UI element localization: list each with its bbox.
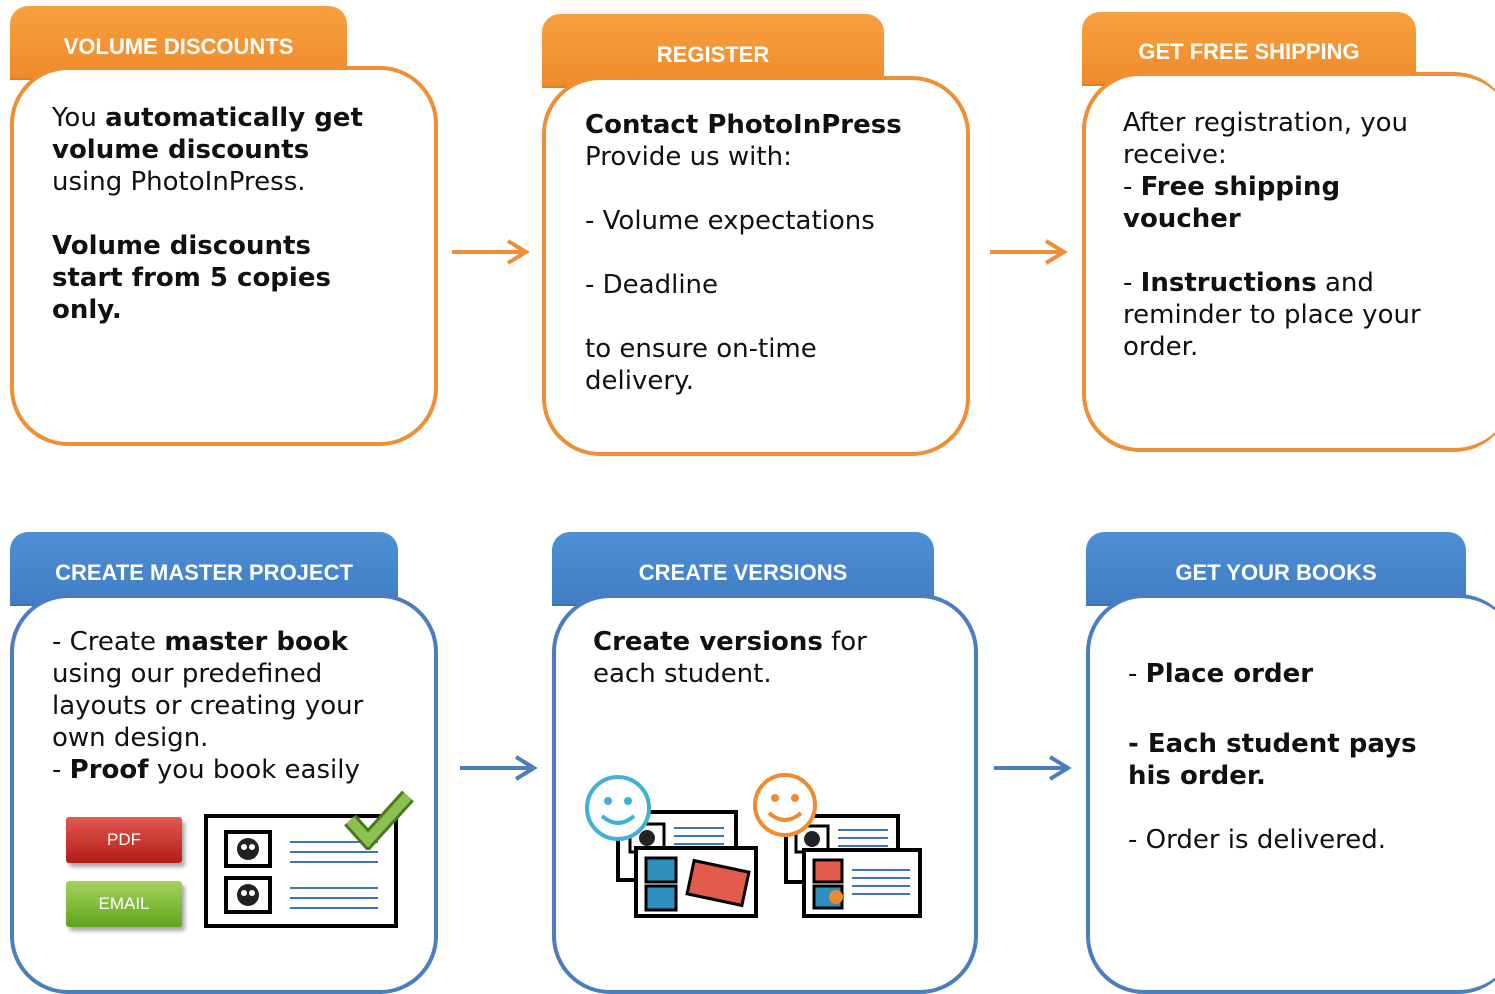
text-bold: start from 5 copies — [52, 263, 331, 293]
text-line: reminder to place your — [1123, 300, 1421, 330]
text-line: order. — [1123, 332, 1199, 362]
step-create-master-project: CREATE MASTER PROJECT - Create master bo… — [10, 532, 440, 994]
text-line: using PhotoInPress. — [52, 167, 306, 197]
pdf-button[interactable]: PDF — [66, 817, 182, 863]
text-bold: voucher — [1123, 204, 1241, 234]
text-run: - — [1123, 268, 1141, 298]
step-get-your-books: GET YOUR BOOKS - Place order - Each stud… — [1086, 532, 1495, 994]
email-button[interactable]: EMAIL — [66, 881, 182, 927]
text-run: - — [1123, 172, 1141, 202]
text-run: - — [1128, 659, 1146, 689]
text-bold: Place order — [1145, 659, 1314, 689]
right-arrow-icon — [452, 239, 530, 265]
step-get-free-shipping: GET FREE SHIPPING After registration, yo… — [1082, 12, 1495, 452]
text-bold: master book — [164, 627, 348, 657]
photo-card-icon — [784, 814, 922, 918]
smiley-face-icon — [585, 775, 651, 841]
step-tab: CREATE VERSIONS — [552, 532, 934, 606]
text-bold: only. — [52, 295, 122, 325]
text-line: Provide us with: — [585, 142, 792, 172]
step-text: After registration, you receive: - Free … — [1123, 107, 1493, 363]
step-create-versions: CREATE VERSIONS Create versions for each… — [552, 532, 980, 994]
right-arrow-icon — [994, 755, 1072, 781]
text-bold: Instructions — [1140, 268, 1317, 298]
text-bold: Create versions — [593, 627, 823, 657]
text-bold: Proof — [69, 755, 149, 785]
text-bold: - Each student pays — [1128, 729, 1417, 759]
step-volume-discounts: VOLUME DISCOUNTS You automatically get v… — [10, 6, 440, 446]
step-text: - Place order - Each student pays his or… — [1128, 658, 1488, 856]
text-run: you book easily — [148, 755, 360, 785]
step-title: VOLUME DISCOUNTS — [63, 34, 294, 59]
step-text: Contact PhotoInPress Provide us with: - … — [585, 109, 955, 397]
text-line: receive: — [1123, 140, 1227, 170]
step-text: You automatically get volume discounts u… — [52, 102, 422, 326]
right-arrow-icon — [990, 239, 1068, 265]
pdf-button-label: PDF — [107, 830, 141, 849]
text-bold: Volume discounts — [52, 231, 311, 261]
step-title: CREATE VERSIONS — [638, 560, 848, 585]
text-bold: his order. — [1128, 761, 1266, 791]
step-title: REGISTER — [656, 42, 770, 67]
smiley-face-icon — [753, 773, 817, 837]
text-bold: Contact PhotoInPress — [585, 110, 902, 140]
text-line: using our predefined — [52, 659, 323, 689]
text-line: layouts or creating your — [52, 691, 364, 721]
step-text: Create versions for each student. — [593, 626, 963, 690]
step-tab: CREATE MASTER PROJECT — [10, 532, 398, 606]
text-bold: automatically get — [105, 103, 363, 133]
text-bold: Free shipping — [1140, 172, 1341, 202]
text-line: - Order is delivered. — [1128, 825, 1387, 855]
step-title: CREATE MASTER PROJECT — [55, 560, 353, 585]
text-line: delivery. — [585, 366, 694, 396]
text-run: and — [1316, 268, 1374, 298]
step-card — [10, 66, 438, 446]
text-line: After registration, you — [1123, 108, 1409, 138]
text-line: to ensure on-time — [585, 334, 817, 364]
step-tab: GET YOUR BOOKS — [1086, 532, 1466, 606]
text-run: - Create — [52, 627, 165, 657]
text-run: You — [52, 103, 106, 133]
text-run: - — [52, 755, 70, 785]
step-card — [1082, 72, 1495, 452]
text-line: each student. — [593, 659, 772, 689]
step-register: REGISTER Contact PhotoInPress Provide us… — [542, 14, 972, 456]
text-bold: volume discounts — [52, 135, 310, 165]
checkmark-icon — [344, 790, 414, 850]
email-button-label: EMAIL — [98, 894, 150, 913]
step-card — [542, 76, 970, 456]
step-text: - Create master book using our predefine… — [52, 626, 432, 786]
text-line: - Deadline — [585, 270, 719, 300]
text-run: for — [822, 627, 867, 657]
step-tab: REGISTER — [542, 14, 884, 88]
text-line: - Volume expectations — [585, 206, 875, 236]
text-line: own design. — [52, 723, 209, 753]
right-arrow-icon — [460, 755, 538, 781]
step-title: GET FREE SHIPPING — [1138, 39, 1360, 64]
step-title: GET YOUR BOOKS — [1175, 560, 1377, 585]
